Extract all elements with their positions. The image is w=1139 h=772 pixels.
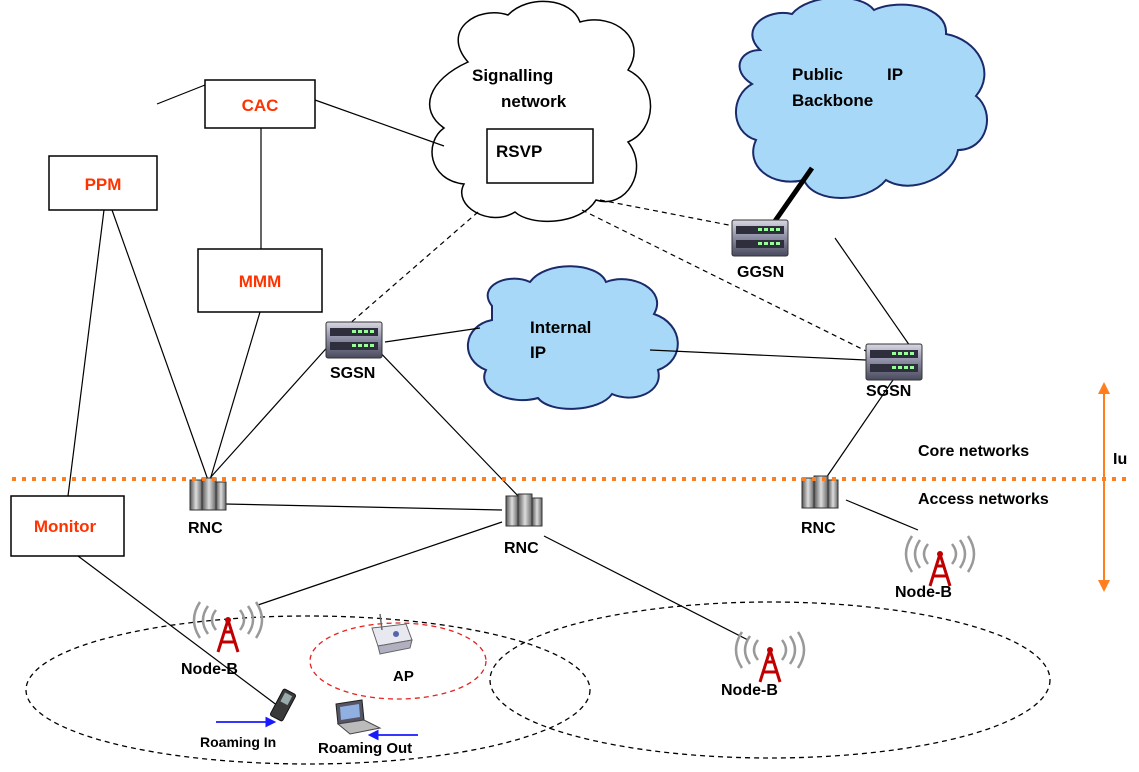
- internal-ip-cloud: [467, 265, 679, 410]
- monitor-label: Monitor: [34, 517, 97, 536]
- link-sgsn-rnc-right: [825, 379, 894, 479]
- link-rnc-right-nodeb-right: [845, 499, 919, 531]
- link-ppm-cac: [156, 84, 206, 105]
- connection-lines: [67, 84, 919, 707]
- link-sgsn-internalip: [384, 327, 481, 343]
- sgsn-left-router-icon: [325, 321, 383, 359]
- link-internalip-sgsn-right: [649, 349, 867, 361]
- signalling-label-line2: network: [501, 92, 567, 111]
- ap-label: AP: [393, 668, 414, 685]
- link-sgsn-rnc-mid: [371, 343, 521, 499]
- hotspot-ring: [309, 622, 487, 700]
- monitor-box: [10, 495, 125, 557]
- internal-ip-label-line2: IP: [530, 343, 546, 362]
- rsvp-box: [486, 128, 594, 184]
- link-rnc-mid-nodeb-left: [257, 521, 503, 606]
- coverage-cell-left: [25, 615, 591, 765]
- rsvp-label: RSVP: [496, 142, 542, 161]
- signalling-network-cloud: [428, 0, 652, 223]
- dashed-signalling-ggsn: [599, 199, 745, 229]
- link-rnc-left-rnc-mid: [224, 503, 503, 511]
- sgsn-right-router-icon: [865, 343, 923, 381]
- nodeb-left-antenna-tower-icon: [192, 600, 264, 654]
- access-networks-label: Access networks: [918, 491, 1049, 508]
- cac-box: [204, 79, 316, 129]
- link-backbone-ggsn: [772, 166, 815, 223]
- link-mmm-rnc: [209, 311, 261, 481]
- coverage-cell-right: [489, 601, 1051, 759]
- cac-label: CAC: [242, 96, 279, 115]
- ggsn-label: GGSN: [737, 264, 784, 281]
- wireless-ap-icon: [371, 613, 413, 655]
- public-ip-label-public: Public: [792, 65, 843, 84]
- link-cac-signalling: [314, 99, 445, 147]
- mobile-phone-icon: [269, 688, 297, 722]
- rnc-left-server-icon: [189, 477, 227, 511]
- nodeb-mid-label: Node-B: [721, 682, 778, 699]
- rnc-right-label: RNC: [801, 520, 836, 537]
- nodeb-right-antenna-tower-icon: [904, 534, 976, 588]
- link-ppm-rnc: [111, 209, 209, 481]
- sgsn-left-label: SGSN: [330, 365, 375, 382]
- mmm-label: MMM: [239, 272, 281, 291]
- rnc-mid-label: RNC: [504, 540, 539, 557]
- internal-ip-label-line1: Internal: [530, 318, 591, 337]
- rnc-mid-server-icon: [505, 493, 543, 527]
- link-sgsn-rnc-left: [209, 341, 333, 479]
- sgsn-right-label: SGSN: [866, 383, 911, 400]
- ggsn-router-icon: [731, 219, 789, 257]
- mmm-box: [197, 248, 323, 313]
- dashed-signalling-sgsn-left: [347, 211, 479, 326]
- ppm-box: [48, 155, 158, 211]
- roaming-in-label: Roaming In: [200, 734, 276, 750]
- iu-label: Iu: [1113, 451, 1127, 468]
- link-monitor-phone: [77, 555, 279, 707]
- public-ip-label-ip: IP: [887, 65, 903, 84]
- link-rnc-mid-nodeb-mid: [543, 535, 749, 641]
- nodeb-left-label: Node-B: [181, 661, 238, 678]
- laptop-icon: [335, 699, 382, 735]
- rnc-left-label: RNC: [188, 520, 223, 537]
- public-ip-backbone-cloud: [735, 0, 988, 199]
- roaming-out-label: Roaming Out: [318, 740, 412, 757]
- core-networks-label: Core networks: [918, 443, 1029, 460]
- nodeb-right-label: Node-B: [895, 584, 952, 601]
- signalling-label-line1: Signalling: [472, 66, 553, 85]
- signalling-dashed-lines: [347, 199, 869, 353]
- link-ggsn-sgsn: [834, 237, 911, 347]
- ppm-label: PPM: [85, 175, 122, 194]
- link-ppm-monitor: [67, 209, 105, 497]
- public-ip-label-backbone: Backbone: [792, 91, 873, 110]
